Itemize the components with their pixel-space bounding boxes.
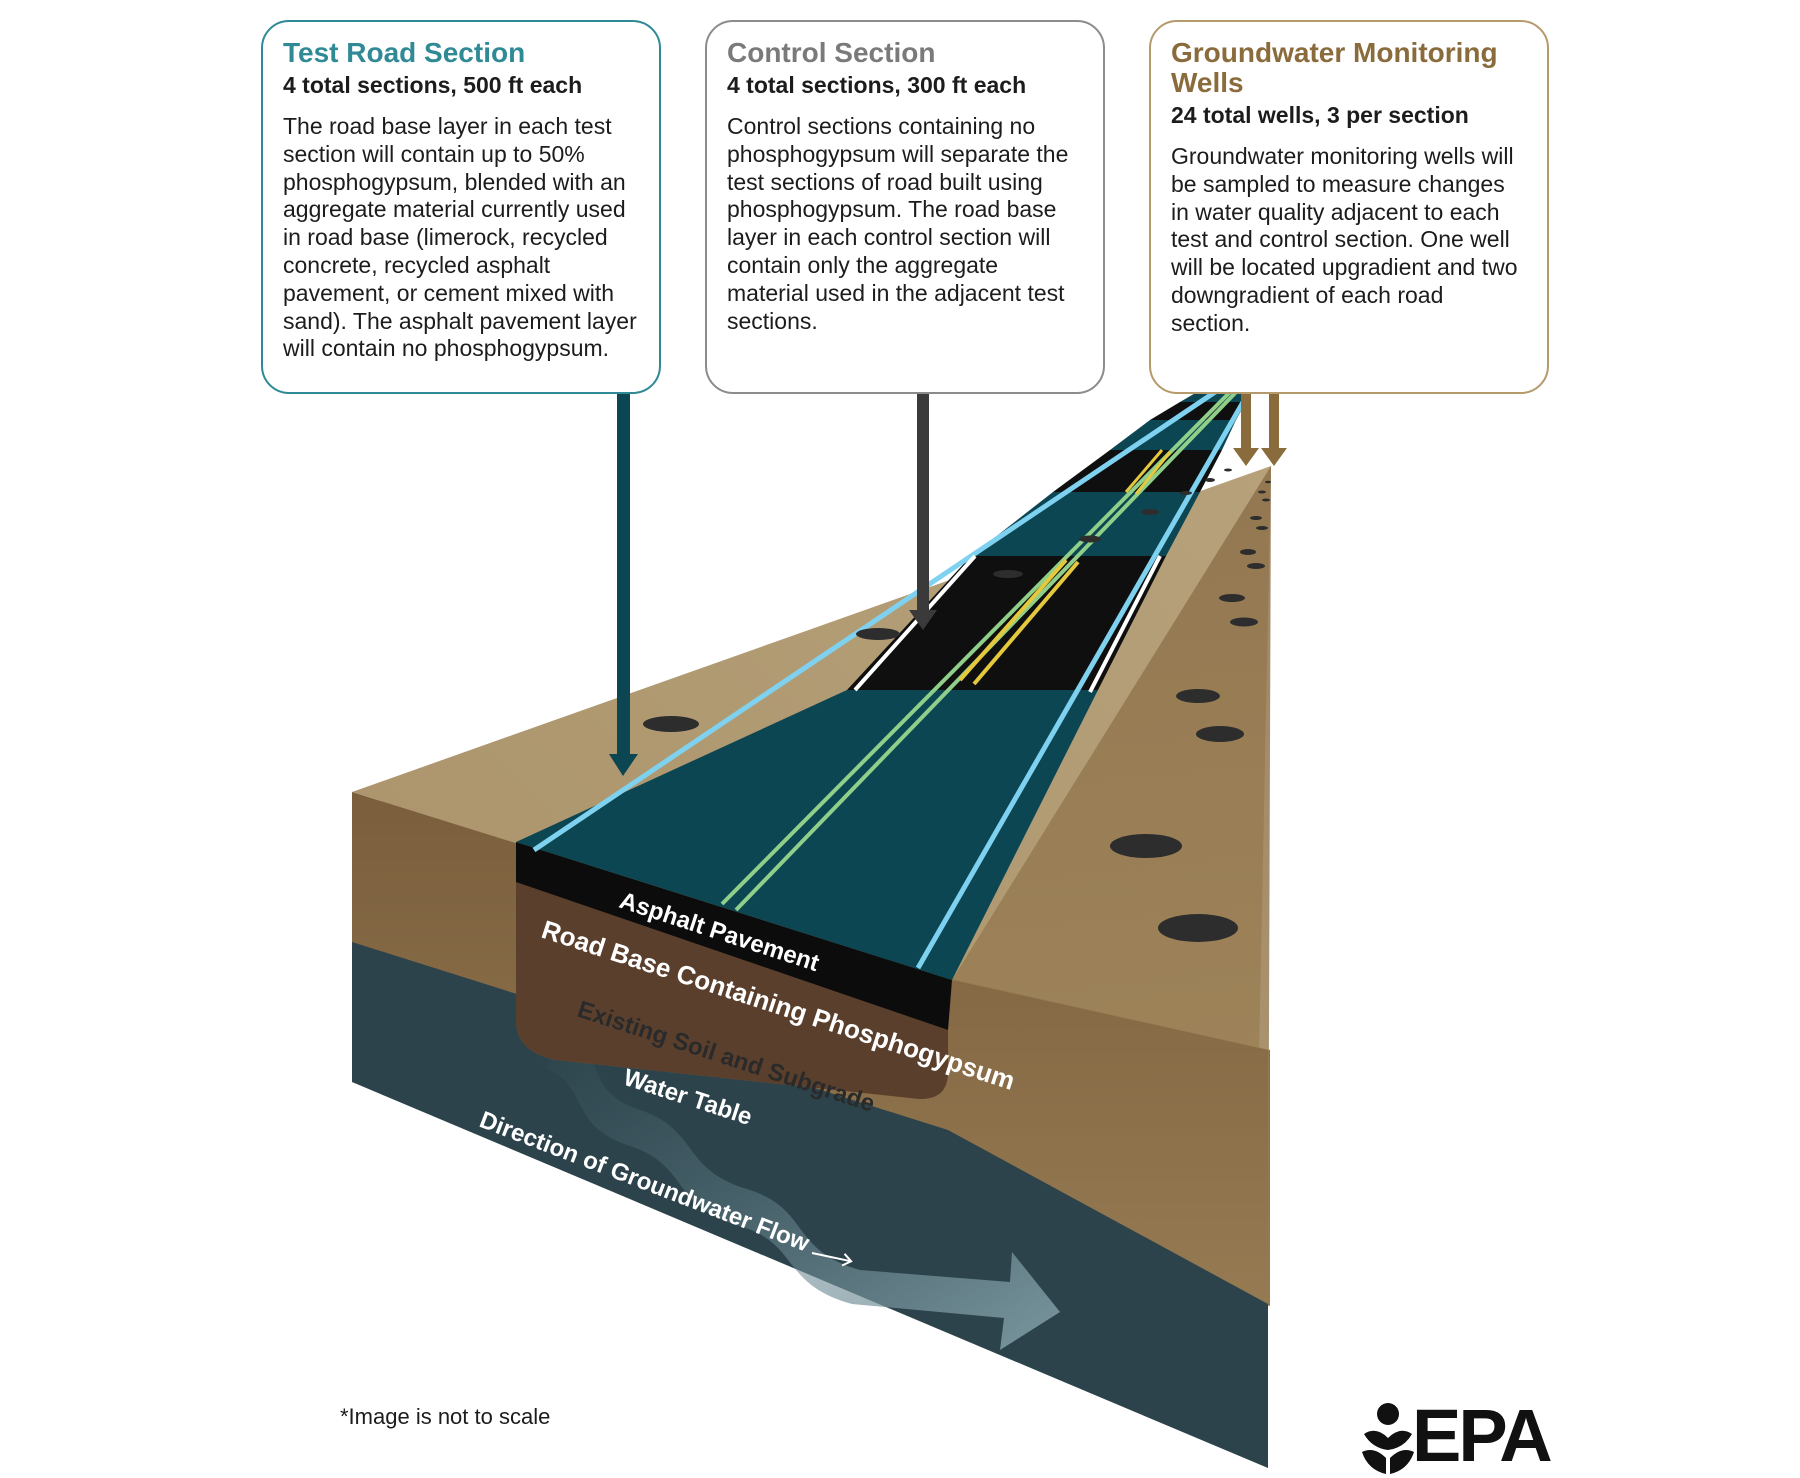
- monitoring-well: [1158, 914, 1238, 942]
- monitoring-well: [1265, 480, 1271, 484]
- callout-subtitle: 4 total sections, 500 ft each: [283, 72, 583, 98]
- monitoring-well: [1180, 491, 1192, 495]
- footnote-not-to-scale: *Image is not to scale: [340, 1404, 551, 1429]
- monitoring-well: [856, 628, 900, 640]
- monitoring-well: [1258, 490, 1266, 494]
- monitoring-well: [1110, 834, 1182, 858]
- edge-line-white: [1088, 555, 1162, 693]
- road-control-section: [1053, 450, 1222, 492]
- edge-line-right: [915, 388, 1253, 970]
- monitoring-well: [1262, 498, 1270, 502]
- ground-side-right: [952, 466, 1271, 1306]
- monitoring-well: [1230, 617, 1258, 627]
- wells-pointer-arrows: [1233, 394, 1287, 466]
- road-control-section: [847, 556, 1166, 690]
- monitoring-well: [1176, 689, 1220, 703]
- callout-groundwater-monitoring-wells: Groundwater Monitoring Wells 24 total we…: [1149, 20, 1549, 394]
- epa-logo: EPA: [1360, 1394, 1553, 1477]
- callout-body: Groundwater monitoring wells will be sam…: [1171, 143, 1518, 336]
- center-line-control: [1134, 451, 1172, 495]
- edge-line-left: [532, 383, 1226, 853]
- test-pointer-arrow: [609, 394, 638, 776]
- monitoring-well: [643, 716, 699, 732]
- callout-test-road-section: Test Road Section 4 total sections, 500 …: [261, 20, 661, 394]
- center-line-control: [958, 558, 1068, 682]
- callout-title: Test Road Section: [283, 37, 526, 68]
- monitoring-well: [993, 570, 1023, 578]
- edge-line-white: [853, 554, 977, 692]
- callout-subtitle: 24 total wells, 3 per section: [1171, 102, 1469, 128]
- monitoring-well: [1205, 478, 1215, 482]
- monitoring-well: [1196, 726, 1244, 742]
- callout-body: Control sections containing no phosphogy…: [727, 113, 1069, 334]
- monitoring-well: [1219, 594, 1245, 602]
- callout-title: Groundwater Monitoring Wells: [1171, 37, 1498, 98]
- monitoring-well: [1079, 535, 1101, 543]
- center-line-control: [972, 560, 1080, 686]
- trench-asphalt: [516, 842, 952, 1030]
- epa-logo-text: EPA: [1412, 1394, 1553, 1477]
- callout-control-section: Control Section 4 total sections, 300 ft…: [705, 20, 1105, 394]
- monitoring-wells: [643, 468, 1271, 942]
- callout-title: Control Section: [727, 37, 936, 68]
- callout-body: The road base layer in each test section…: [283, 113, 637, 362]
- monitoring-well: [1224, 468, 1232, 472]
- monitoring-well: [1240, 549, 1256, 555]
- groundwater-flow-arrow: [546, 1030, 1060, 1350]
- monitoring-well: [1256, 526, 1268, 530]
- monitoring-well: [1247, 563, 1265, 569]
- monitoring-well: [1141, 509, 1159, 515]
- callout-subtitle: 4 total sections, 300 ft each: [727, 72, 1027, 98]
- trench-road-base: [516, 880, 948, 1099]
- epa-flower-icon: [1362, 1403, 1414, 1474]
- road-test-section: [971, 492, 1200, 556]
- monitoring-well: [1250, 516, 1262, 520]
- center-line: [720, 384, 1238, 906]
- flow-direction-arrow-icon: [811, 1252, 853, 1267]
- center-line-control: [1124, 449, 1164, 493]
- control-pointer-arrow: [909, 394, 937, 630]
